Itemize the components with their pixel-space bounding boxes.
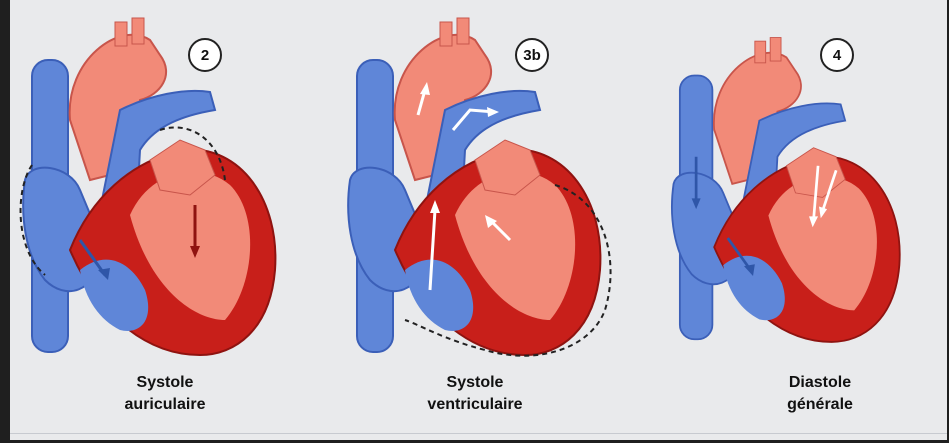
caption-line2: ventriculaire bbox=[375, 394, 575, 416]
panel-general-diastole: 4 Diastole générale bbox=[660, 0, 949, 440]
caption-line1: Diastole bbox=[720, 372, 920, 394]
stage-caption: Systole auriculaire bbox=[65, 372, 265, 416]
stage-badge: 4 bbox=[820, 38, 854, 72]
caption-line1: Systole bbox=[375, 372, 575, 394]
caption-line2: auriculaire bbox=[65, 394, 265, 416]
caption-line2: générale bbox=[720, 394, 920, 416]
caption-line1: Systole bbox=[65, 372, 265, 394]
stage-badge: 2 bbox=[188, 38, 222, 72]
panel-atrial-systole: 2 Systole auriculaire bbox=[10, 0, 320, 440]
stage-caption: Diastole générale bbox=[720, 372, 920, 416]
stage-badge: 3b bbox=[515, 38, 549, 72]
stage-caption: Systole ventriculaire bbox=[375, 372, 575, 416]
panel-ventricular-systole: 3b Systole ventriculaire bbox=[335, 0, 645, 440]
diagram-frame: 2 Systole auriculaire bbox=[10, 0, 947, 440]
